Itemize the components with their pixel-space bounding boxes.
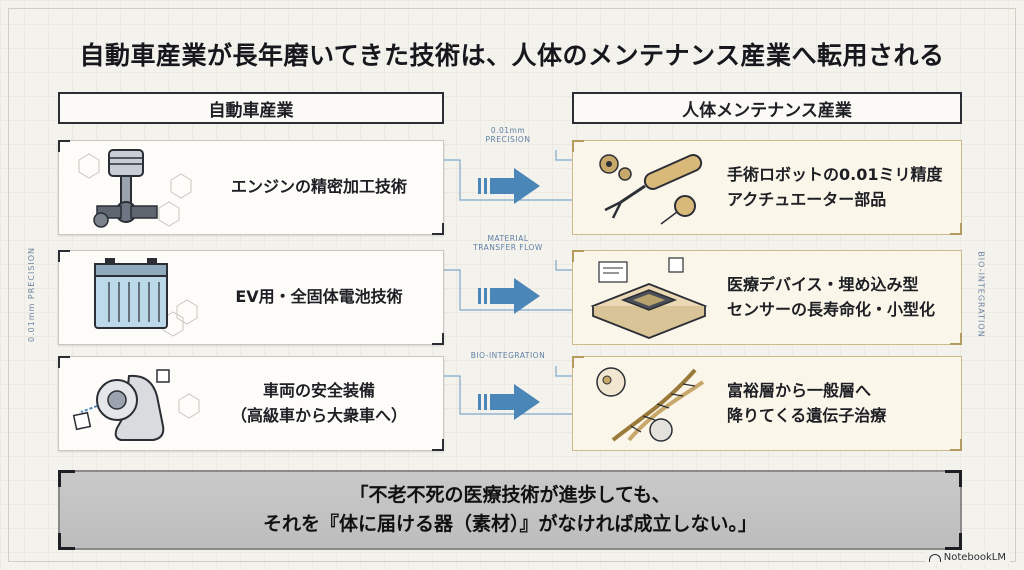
right-row-gene: 富裕層から一般層へ 降りてくる遺伝子治療	[572, 356, 962, 451]
surgical-robot-icon	[573, 140, 723, 235]
arrow-label-precision-line2: PRECISION	[485, 135, 531, 145]
corner-mark	[58, 470, 75, 487]
notebooklm-logo-icon	[928, 553, 941, 562]
corner-mark	[58, 140, 70, 152]
right-row-robot-label: 手術ロボットの0.01ミリ精度 アクチュエーター部品	[723, 163, 961, 213]
corner-mark	[432, 223, 444, 235]
corner-mark	[58, 356, 70, 368]
arrow-label-precision-line1: 0.01mm	[490, 126, 526, 135]
left-row-battery-label: EV用・全固体電池技術	[235, 287, 403, 307]
right-row-gene-line2: 降りてくる遺伝子治療	[727, 405, 887, 425]
right-row-robot-line1: 手術ロボットの0.01ミリ精度	[727, 164, 943, 184]
corner-mark	[950, 223, 962, 235]
corner-mark	[432, 439, 444, 451]
corner-mark	[572, 356, 584, 368]
right-row-robot-line2: アクチュエーター部品	[727, 189, 887, 209]
corner-mark	[950, 333, 962, 345]
right-column-header: 人体メンテナンス産業	[572, 92, 962, 124]
left-row-engine: エンジンの精密加工技術	[58, 140, 444, 235]
left-row-safety-line2: （高級車から大衆車へ）	[230, 405, 407, 425]
corner-mark	[945, 533, 962, 550]
left-row-engine-label: エンジンの精密加工技術	[230, 177, 407, 197]
right-row-sensor-line1: 医療デバイス・埋め込み型	[727, 274, 919, 294]
left-row-safety-label: 車両の安全装備 （高級車から大衆車へ）	[209, 379, 443, 429]
left-row-battery: EV用・全固体電池技術	[58, 250, 444, 345]
right-row-sensor: 医療デバイス・埋め込み型 センサーの長寿命化・小型化	[572, 250, 962, 345]
arrow-label-precision: 0.01mm PRECISION	[468, 126, 548, 145]
right-row-gene-label: 富裕層から一般層へ 降りてくる遺伝子治療	[723, 379, 961, 429]
key-message-banner: 「不老不死の医療技術が進歩しても、 それを『体に届ける器（素材）』がなければ成立…	[58, 470, 962, 550]
right-row-robot: 手術ロボットの0.01ミリ精度 アクチュエーター部品	[572, 140, 962, 235]
corner-mark	[572, 140, 584, 152]
ev-battery-icon	[59, 250, 209, 345]
car-seat-airbag-icon	[59, 356, 209, 451]
arrow-label-bio-line1: BIO-INTEGRATION	[470, 351, 546, 360]
corner-mark	[58, 533, 75, 550]
notebooklm-badge: NotebookLM	[924, 551, 1010, 564]
engine-piston-icon	[59, 140, 209, 235]
left-column-header: 自動車産業	[58, 92, 444, 124]
quote-line1: 「不老不死の医療技術が進歩しても、	[349, 483, 671, 506]
arrow-bio-icon	[478, 384, 540, 420]
corner-mark	[950, 439, 962, 451]
corner-mark	[432, 333, 444, 345]
implant-sensor-icon	[573, 250, 723, 345]
outer-frame	[8, 8, 1016, 562]
arrow-label-material-line2: TRANSFER FLOW	[473, 243, 543, 253]
dna-helix-icon	[573, 356, 723, 451]
left-row-safety-line1: 車両の安全装備	[262, 380, 375, 400]
corner-mark	[572, 250, 584, 262]
arrow-label-material-line1: MATERIAL	[487, 234, 529, 243]
arrow-material-icon	[478, 278, 540, 314]
arrow-label-bio: BIO-INTEGRATION	[462, 351, 554, 360]
page-title: 自動車産業が長年磨いてきた技術は、人体のメンテナンス産業へ転用される	[79, 41, 945, 70]
arrow-label-material: MATERIAL TRANSFER FLOW	[462, 234, 554, 253]
quote-line2: それを『体に届ける器（素材）』がなければ成立しない。」	[262, 513, 757, 535]
right-row-sensor-line2: センサーの長寿命化・小型化	[727, 299, 936, 319]
arrow-precision-icon	[478, 168, 540, 204]
right-row-gene-line1: 富裕層から一般層へ	[727, 380, 872, 400]
right-row-sensor-label: 医療デバイス・埋め込み型 センサーの長寿命化・小型化	[723, 273, 961, 323]
corner-mark	[58, 250, 70, 262]
notebooklm-label: NotebookLM	[943, 552, 1006, 563]
corner-mark	[945, 470, 962, 487]
left-row-safety: 車両の安全装備 （高級車から大衆車へ）	[58, 356, 444, 451]
